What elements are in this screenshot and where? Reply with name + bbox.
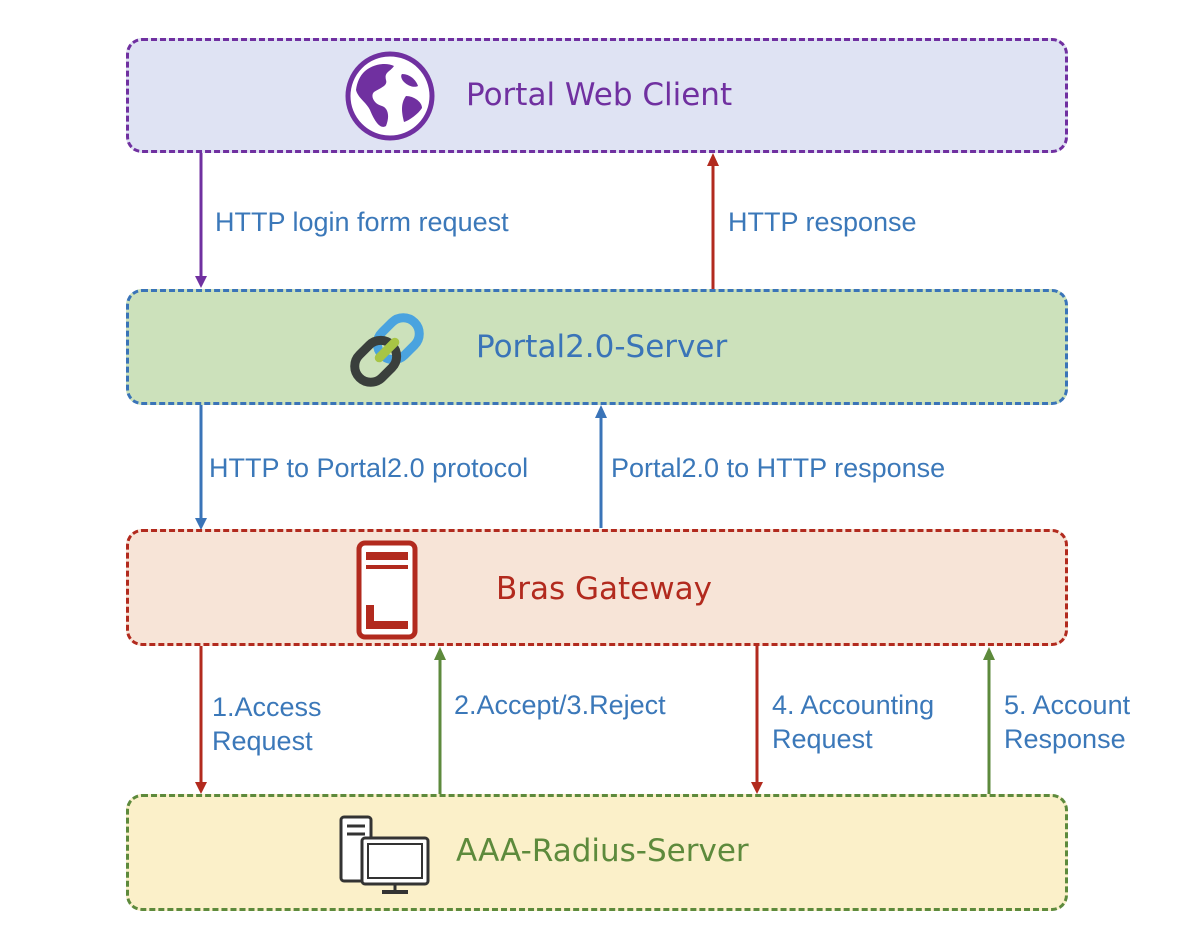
node-title-portal-server: Portal2.0-Server (476, 329, 728, 365)
arrow-http-login-form-request (195, 152, 207, 288)
label-accounting-request: 4. Accounting Request (772, 688, 934, 756)
label-portal-to-http: Portal2.0 to HTTP response (611, 453, 946, 483)
label-http-login-form-request: HTTP login form request (215, 207, 509, 237)
server-tower-icon (356, 540, 418, 640)
arrow-access-request (195, 646, 207, 794)
arrow-accept-reject (434, 647, 446, 794)
label-accounting-request-line2: Request (772, 724, 873, 754)
label-http-response: HTTP response (728, 207, 917, 237)
arrow-account-response (983, 647, 995, 794)
label-account-response-line1: 5. Account (1004, 690, 1131, 720)
globe-icon (345, 51, 435, 141)
node-title-portal-web-client: Portal Web Client (466, 77, 733, 113)
node-bras-gateway (126, 529, 1068, 646)
node-aaa-radius-server (126, 794, 1068, 911)
arrow-http-to-portal (195, 404, 207, 530)
label-access-request-line2: Request (212, 726, 313, 756)
label-accounting-request-line1: 4. Accounting (772, 690, 935, 720)
label-account-response-line2: Response (1004, 724, 1126, 754)
arrow-portal-to-http (595, 405, 607, 528)
label-http-to-portal: HTTP to Portal2.0 protocol (209, 453, 529, 483)
node-title-aaa-radius-server: AAA-Radius-Server (456, 833, 749, 869)
chain-link-icon (350, 313, 424, 387)
node-title-bras-gateway: Bras Gateway (496, 571, 712, 607)
computer-icon (339, 815, 430, 894)
label-access-request: 1.Access Request (212, 690, 322, 758)
arrow-accounting-request (751, 646, 763, 794)
arrow-http-response (707, 153, 719, 290)
label-account-response: 5. Account Response (1004, 688, 1130, 756)
label-access-request-line1: 1.Access (212, 692, 322, 722)
node-portal-server (126, 289, 1068, 405)
label-accept-reject: 2.Accept/3.Reject (454, 690, 666, 720)
node-portal-web-client (126, 38, 1068, 153)
